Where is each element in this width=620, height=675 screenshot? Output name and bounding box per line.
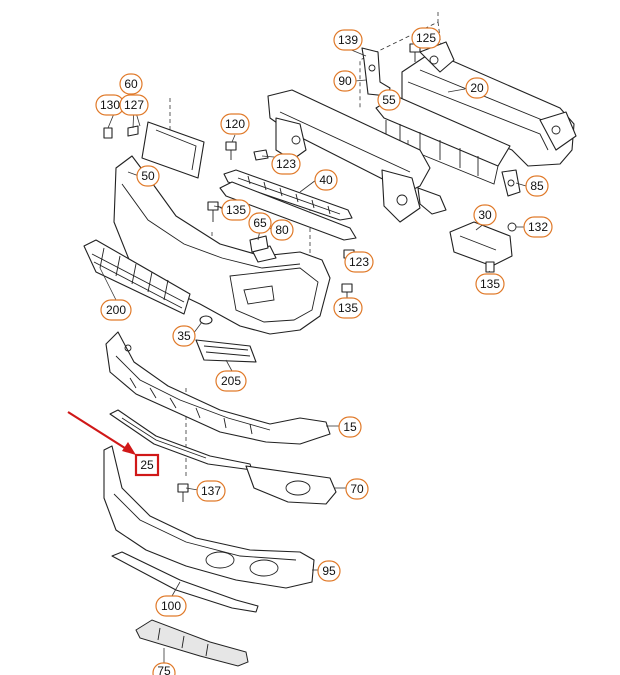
callout-205-label: 205: [221, 374, 241, 388]
part-40-upper-grille: [223, 169, 353, 221]
callout-50[interactable]: 50: [136, 165, 160, 187]
callout-137-label: 137: [201, 484, 221, 498]
part-carrier-frame: [267, 89, 447, 223]
part-205-fog-grille: [195, 339, 257, 363]
callout-120-label: 120: [225, 117, 245, 131]
part-15-lower-section: [105, 331, 331, 445]
callout-137[interactable]: 137: [196, 480, 226, 502]
callout-123-lower[interactable]: 123: [344, 251, 374, 273]
callout-135-right[interactable]: 135: [475, 273, 505, 295]
callout-15-label: 15: [343, 420, 357, 434]
callout-20[interactable]: 20: [465, 77, 489, 99]
callout-200[interactable]: 200: [100, 299, 132, 321]
callout-65[interactable]: 65: [248, 212, 272, 234]
part-70-trim: [245, 465, 337, 505]
callout-200-label: 200: [106, 303, 126, 317]
callout-132-label: 132: [528, 220, 548, 234]
callout-75-label: 75: [157, 664, 171, 675]
callout-123-lower-label: 123: [349, 255, 369, 269]
callout-135-right-label: 135: [480, 277, 500, 291]
callout-205[interactable]: 205: [215, 370, 247, 392]
callout-100-label: 100: [161, 599, 181, 613]
part-85-clip: [501, 169, 521, 197]
callout-50-label: 50: [141, 169, 155, 183]
part-30-mounting-bracket: [449, 221, 517, 273]
callout-25-label: 25: [140, 458, 154, 472]
callout-125[interactable]: 125: [411, 27, 441, 49]
part-35-clip: [199, 315, 213, 325]
callout-123-upper-label: 123: [276, 157, 296, 171]
callout-70-label: 70: [350, 482, 364, 496]
callout-125-label: 125: [416, 31, 436, 45]
callout-135-upper-label: 135: [226, 203, 246, 217]
callout-70[interactable]: 70: [345, 478, 369, 500]
callout-30[interactable]: 30: [473, 204, 497, 226]
part-90-bracket: [361, 47, 391, 97]
part-137-screw: [177, 483, 189, 502]
callout-127-label: 127: [124, 98, 144, 112]
callout-90-label: 90: [338, 74, 352, 88]
callout-100[interactable]: 100: [155, 595, 187, 617]
callout-40-label: 40: [319, 173, 333, 187]
callout-135-mid-label: 135: [338, 301, 358, 315]
callout-80-label: 80: [275, 223, 289, 237]
callout-130-label: 130: [100, 98, 120, 112]
part-60-plate-holder: [103, 121, 205, 179]
callout-30-label: 30: [478, 208, 492, 222]
callout-35-label: 35: [177, 329, 191, 343]
callout-60[interactable]: 60: [119, 73, 143, 95]
callout-35[interactable]: 35: [172, 325, 196, 347]
callout-120[interactable]: 120: [220, 113, 250, 135]
part-25-spoiler-lip: [109, 409, 253, 471]
highlight-arrow: [67, 411, 136, 455]
callout-75[interactable]: 75: [152, 662, 176, 675]
callout-90[interactable]: 90: [333, 70, 357, 92]
callout-20-label: 20: [470, 81, 484, 95]
callout-135-mid[interactable]: 135: [333, 297, 363, 319]
callout-60-label: 60: [124, 77, 138, 91]
callout-132[interactable]: 132: [523, 216, 553, 238]
callout-95[interactable]: 95: [317, 560, 341, 582]
part-95-lower-apron: [103, 445, 315, 589]
part-20-bumper-beam: [401, 41, 577, 167]
callout-85-label: 85: [530, 179, 544, 193]
callout-55-label: 55: [382, 93, 396, 107]
part-75-underbody-guard: [135, 619, 249, 667]
part-100-strip: [111, 551, 259, 613]
callout-123-upper[interactable]: 123: [271, 153, 301, 175]
callout-80[interactable]: 80: [270, 219, 294, 241]
callout-25-highlighted[interactable]: 25: [134, 453, 160, 477]
callout-127[interactable]: 127: [119, 94, 149, 116]
callout-15[interactable]: 15: [338, 416, 362, 438]
callout-85[interactable]: 85: [525, 175, 549, 197]
callout-40[interactable]: 40: [314, 169, 338, 191]
callout-135-upper[interactable]: 135: [221, 199, 251, 221]
part-65-bracket: [249, 235, 269, 253]
part-55-impact-absorber: [375, 95, 511, 185]
part-200-lower-grille: [83, 239, 191, 315]
callout-95-label: 95: [322, 564, 336, 578]
callout-139-label: 139: [338, 33, 358, 47]
callout-65-label: 65: [253, 216, 267, 230]
part-120-screw: [225, 141, 269, 161]
callout-139[interactable]: 139: [333, 29, 363, 51]
part-80-trim-strip: [219, 181, 357, 241]
callout-55[interactable]: 55: [377, 89, 401, 111]
